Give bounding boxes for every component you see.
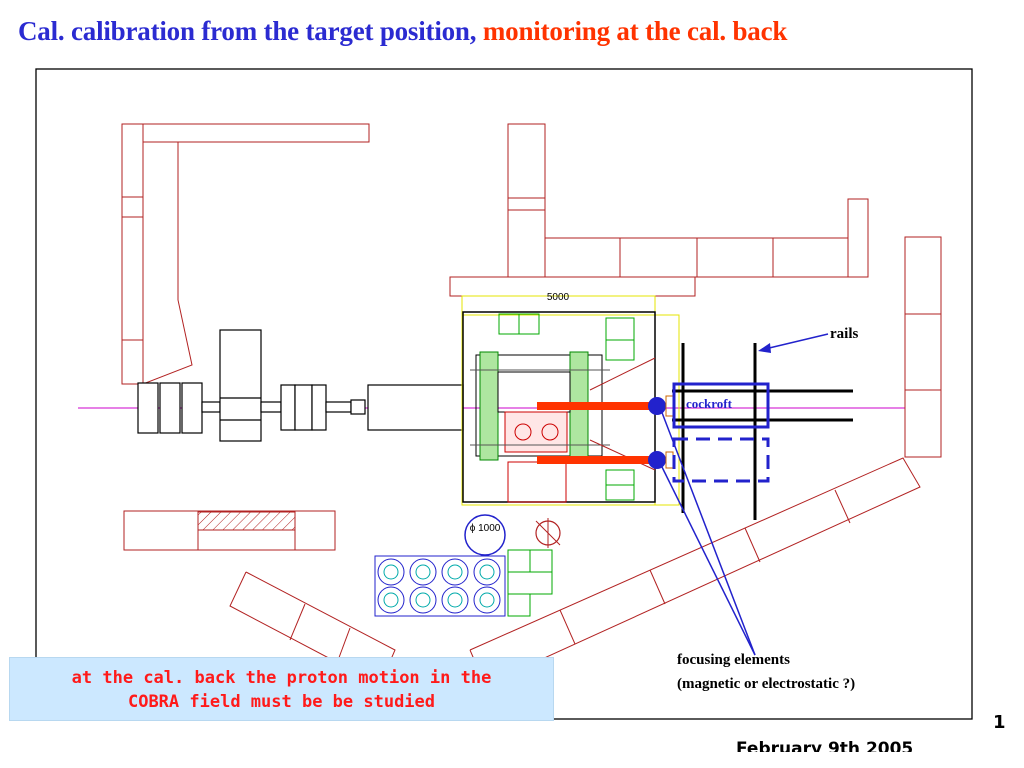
slide-title: Cal. calibration from the target positio… xyxy=(18,16,1018,47)
hatched-shielding xyxy=(197,511,296,531)
label-focusing-line2: (magnetic or electrostatic ?) xyxy=(677,676,855,692)
beamline-elements xyxy=(137,329,464,442)
footer-date: February 9th 2005 xyxy=(736,739,914,759)
callout-line-2: COBRA field must be be studied xyxy=(127,692,436,712)
rails xyxy=(672,343,853,520)
green-boxes xyxy=(498,313,635,617)
title-part-blue: Cal. calibration from the target positio… xyxy=(18,16,477,46)
diameter-label: ϕ 1000 xyxy=(470,523,501,534)
focus-point-lower xyxy=(648,451,666,469)
label-rails: rails xyxy=(830,326,858,342)
focusing-arrow-line-1 xyxy=(660,409,756,656)
rails-arrow-head xyxy=(758,343,771,353)
cockroft-box-dashed xyxy=(672,437,770,483)
cockroft-box xyxy=(672,382,770,429)
label-focusing-line1: focusing elements xyxy=(677,652,790,668)
page-number: 1 xyxy=(993,712,1006,733)
focusing-arrow-line-2 xyxy=(660,464,756,656)
cobra-magnet xyxy=(470,351,610,503)
label-cockroft: cockroft xyxy=(686,396,733,411)
dimension-label: 5000 xyxy=(547,292,570,303)
focus-point-upper xyxy=(648,397,666,415)
title-part-red: monitoring at the cal. back xyxy=(482,16,788,46)
rails-arrow-line xyxy=(764,333,829,350)
diameter-circle xyxy=(464,514,506,556)
callout-line-1: at the cal. back the proton motion in th… xyxy=(71,668,492,688)
detector-array xyxy=(374,555,506,617)
concrete-walls xyxy=(121,123,942,686)
callout-box: at the cal. back the proton motion in th… xyxy=(9,657,554,721)
